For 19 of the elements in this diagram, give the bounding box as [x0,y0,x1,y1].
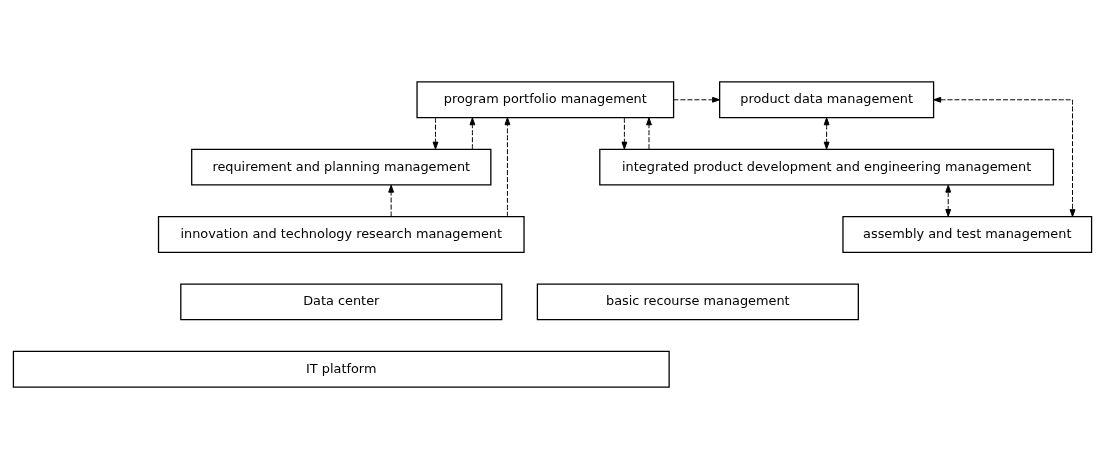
arrow [504,116,511,217]
node-box: product data management [719,80,935,118]
arrow [621,116,628,150]
arrow [469,116,476,150]
node-box: Data center [180,282,503,320]
node-box: assembly and test management [842,215,1093,253]
node-box: innovation and technology research management [157,215,525,253]
node-box: program portfolio management [416,80,675,118]
arrow [673,96,721,103]
arrow [823,116,830,150]
node-box: basic recourse management [536,282,859,320]
arrow [646,116,652,150]
node-box: integrated product development and engineering management [599,148,1055,186]
arrow [388,184,395,217]
arrow [432,116,439,150]
node-box: IT platform [12,350,670,388]
arrow [933,96,1076,217]
node-box: requirement and planning management [191,148,492,186]
arrow [945,184,952,217]
